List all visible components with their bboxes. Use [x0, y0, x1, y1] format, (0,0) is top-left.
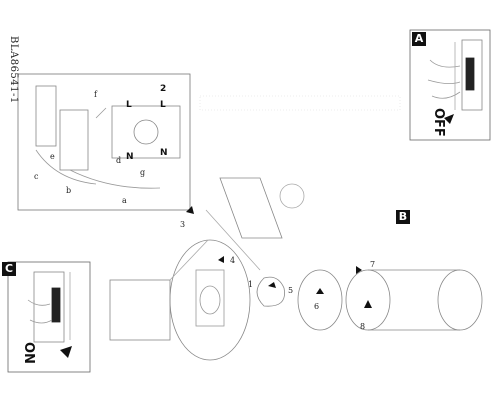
part-letter-f: f	[94, 90, 97, 99]
wiring-row-2-n: N	[160, 148, 168, 158]
mounting-bracket	[205, 177, 305, 271]
part-letter-c: c	[34, 172, 39, 181]
bulb	[256, 276, 285, 307]
part-letter-b: b	[66, 186, 72, 195]
lamp-body-left	[109, 239, 251, 361]
wiring-row-1-l: L	[160, 100, 166, 110]
part-letter-d: d	[116, 156, 122, 165]
step-1: 1	[248, 280, 254, 289]
step-6: 6	[314, 302, 320, 311]
panel-a-badge: A	[412, 32, 426, 46]
arrow-c	[60, 346, 72, 358]
background-band	[199, 95, 401, 111]
step-7: 7	[370, 260, 376, 269]
arrow-8	[364, 300, 372, 308]
wiring-connector-2: 2	[160, 84, 167, 94]
step-4: 4	[230, 256, 236, 265]
lamp-shade-right	[297, 269, 483, 331]
product-code: BLA86541-1	[8, 36, 19, 104]
step-8: 8	[360, 322, 366, 331]
wiring-box	[17, 73, 191, 211]
step-3: 3	[180, 220, 186, 229]
step-5: 5	[288, 286, 294, 295]
arrow-3	[186, 206, 194, 214]
panel-b-badge: B	[396, 210, 410, 224]
panel-a-state: OFF	[431, 108, 446, 137]
arrow-7	[356, 266, 362, 274]
arrow-4	[218, 256, 224, 263]
arrow-5	[268, 282, 276, 288]
wiring-row-1-l2: L	[126, 100, 132, 110]
wiring-row-2-n2: N	[126, 152, 134, 162]
arrow-a	[444, 114, 454, 124]
part-letter-a: a	[122, 196, 127, 205]
panel-c-switch-detail	[7, 261, 91, 373]
arrow-6	[316, 288, 324, 294]
panel-c-badge: C	[2, 262, 16, 276]
panel-c-state: ON	[21, 342, 36, 364]
part-letter-g: g	[140, 168, 146, 177]
part-letter-e: e	[50, 152, 55, 161]
panel-a-switch-detail	[409, 29, 491, 141]
